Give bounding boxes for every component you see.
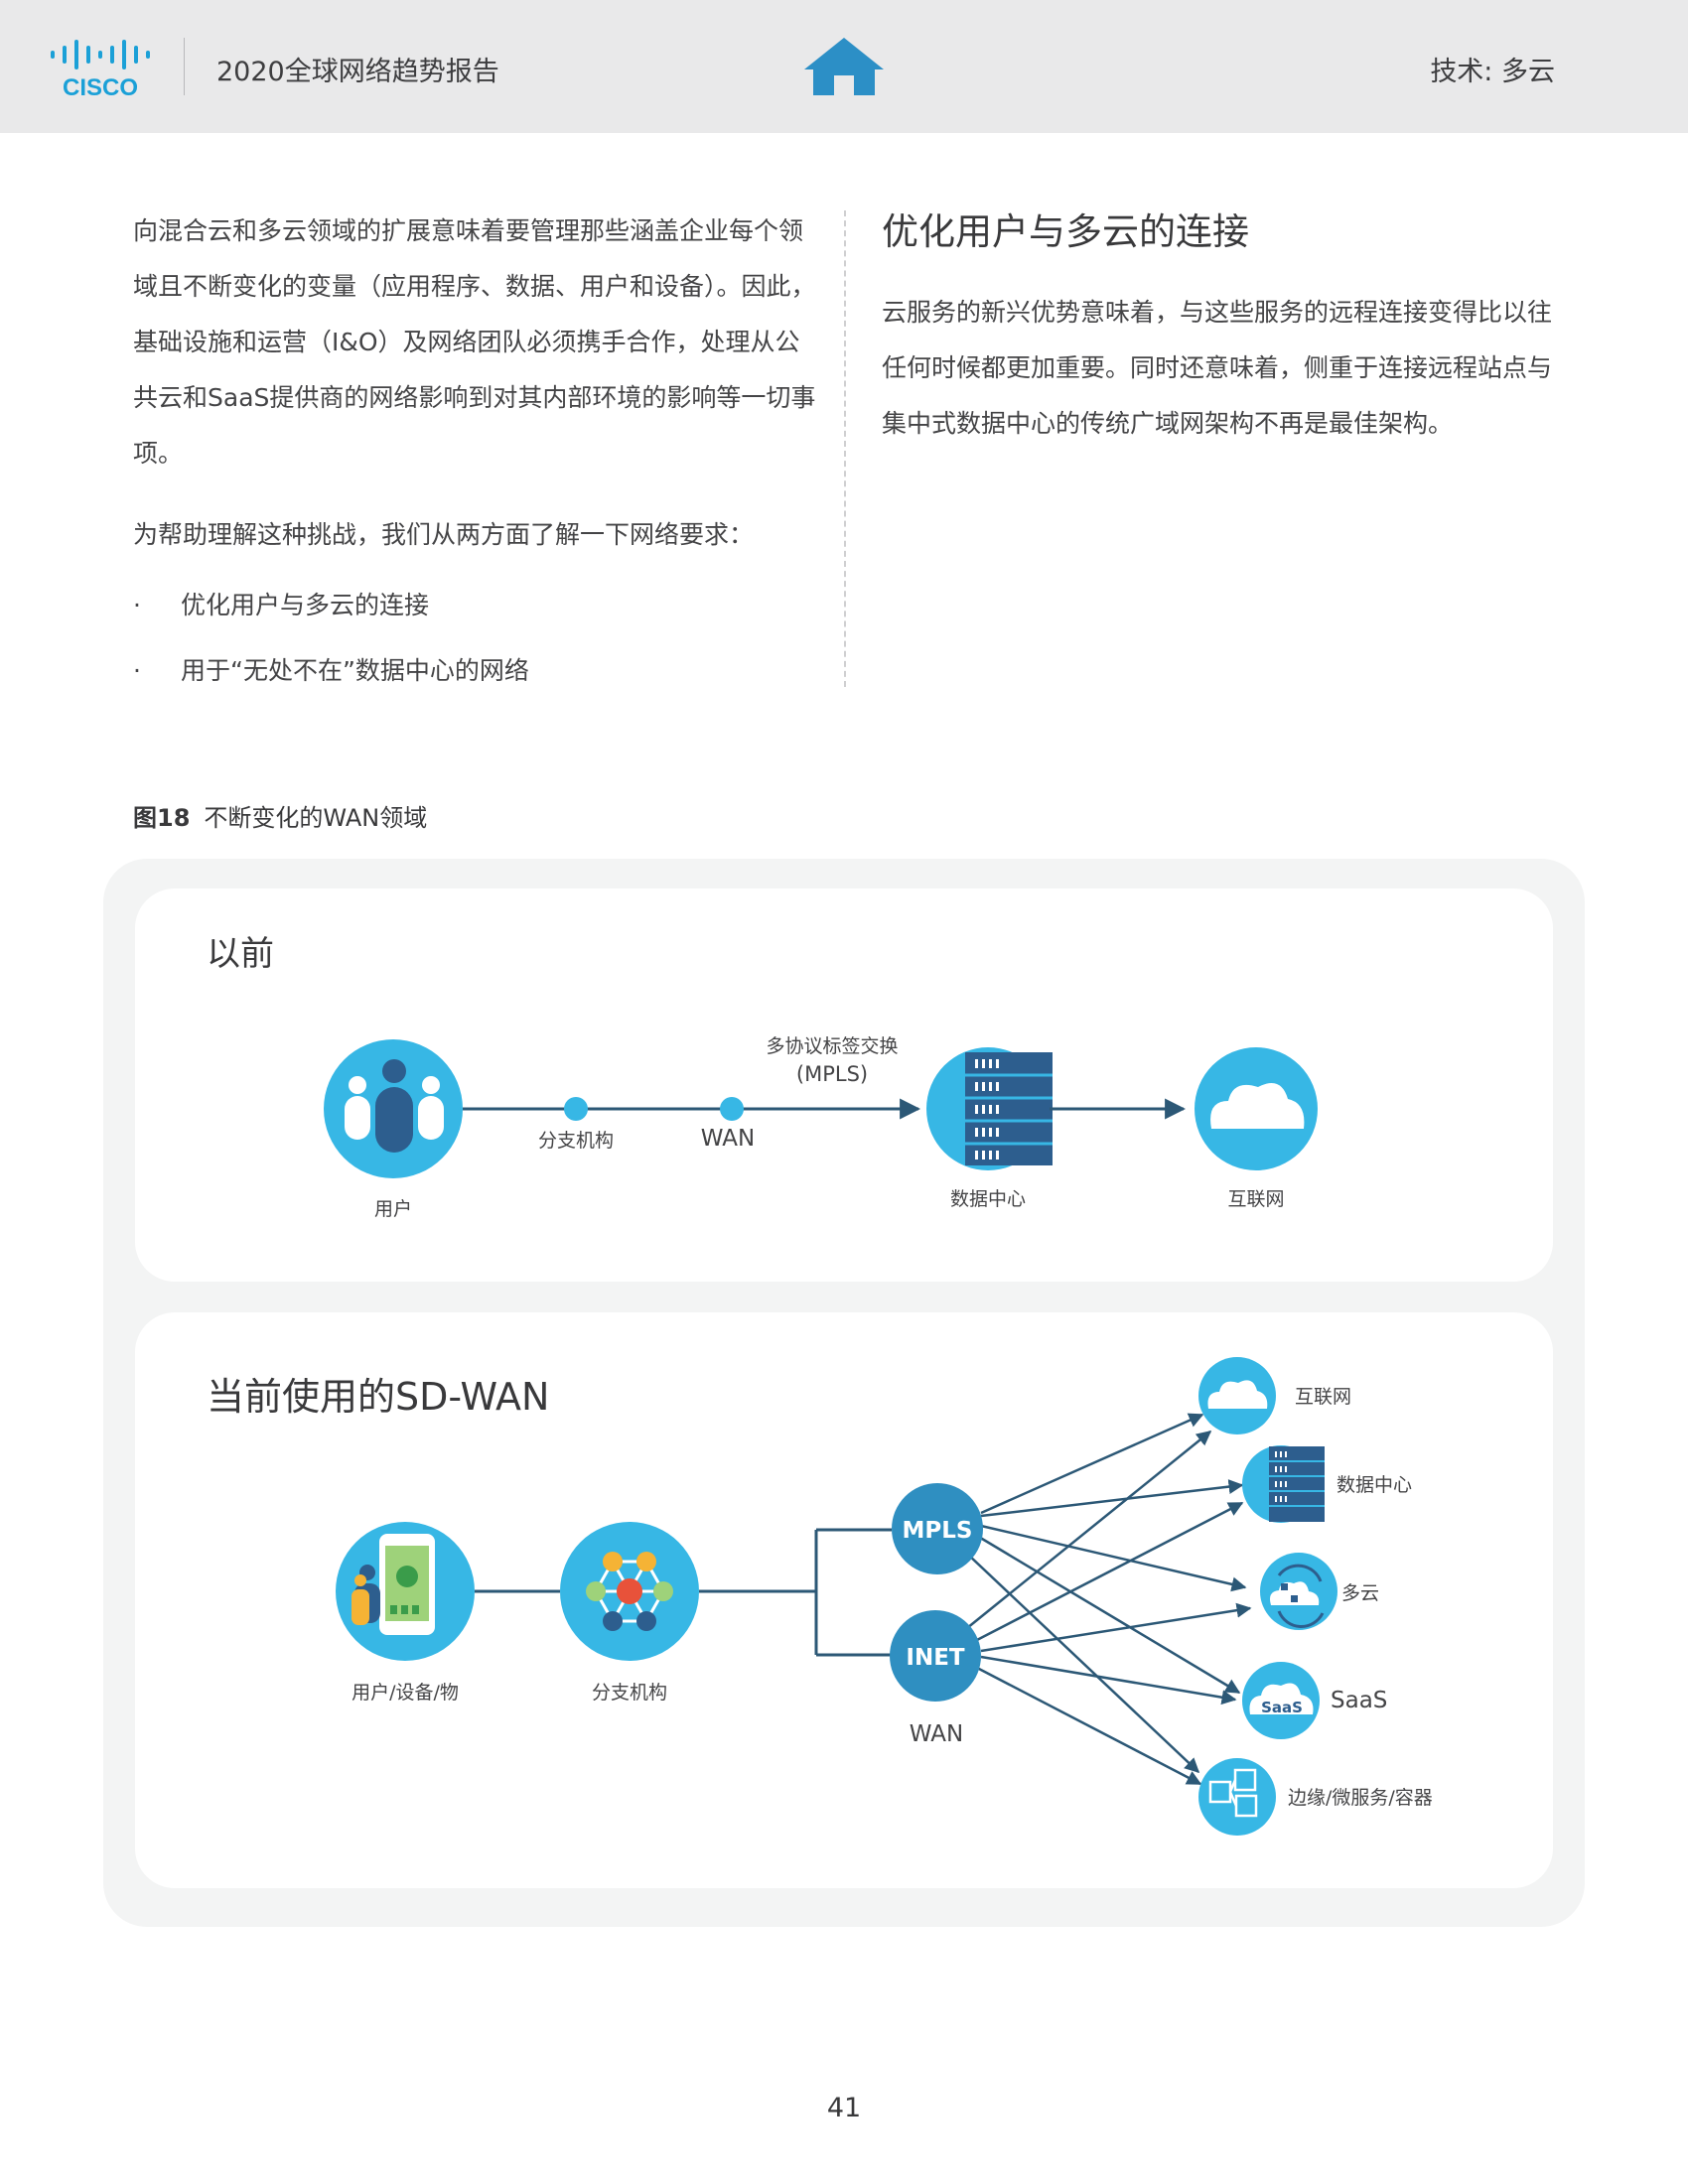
bullet-dot: ·: [133, 591, 141, 619]
datacenter-label: 数据中心: [950, 1188, 1026, 1210]
branch-node: [560, 1522, 699, 1661]
mpls-label-line1: 多协议标签交换: [766, 1035, 898, 1057]
person-icon: [352, 1565, 380, 1625]
dest-label: 数据中心: [1336, 1474, 1412, 1496]
list-item: · 优化用户与多云的连接: [133, 573, 818, 638]
page-header: CISCO 2020全球网络趋势报告 技术: 多云: [0, 0, 1688, 133]
dest-saas: SaaS: [1242, 1662, 1320, 1739]
wan-dot: [720, 1097, 744, 1121]
header-divider: [184, 38, 185, 95]
section-tag: 技术: 多云: [1430, 57, 1555, 87]
column-divider: [844, 210, 846, 687]
left-column: 向混合云和多云领域的扩展意味着要管理那些涵盖企业每个领域且不断变化的变量（应用程…: [133, 204, 818, 704]
dest-edge: [1198, 1758, 1276, 1836]
inet-node-label: INET: [906, 1645, 965, 1671]
figure-title: 不断变化的WAN领域: [204, 804, 428, 832]
mpls-label-line2: (MPLS): [796, 1062, 868, 1086]
mesh-icon: [586, 1552, 673, 1631]
dest-label: 多云: [1341, 1582, 1379, 1604]
mpls-node: MPLS: [892, 1483, 983, 1574]
user-label: 用户: [374, 1198, 412, 1220]
page-number: 41: [826, 2093, 862, 2123]
wan-bracket: [699, 1528, 892, 1657]
current-title: 当前使用的SD-WAN: [207, 1375, 549, 1419]
users-node: [324, 1039, 463, 1178]
server-rack-icon: [1269, 1446, 1325, 1522]
dest-datacenter: [1242, 1445, 1325, 1523]
logo-wordmark: CISCO: [63, 74, 138, 97]
cloud-icon: [1210, 1083, 1305, 1129]
dest-internet: [1198, 1357, 1276, 1434]
list-item-text: 用于“无处不在”数据中心的网络: [181, 656, 529, 685]
left-paragraph: 向混合云和多云领域的扩展意味着要管理那些涵盖企业每个领域且不断变化的变量（应用程…: [133, 216, 816, 468]
current-panel: [135, 1312, 1553, 1888]
before-panel: [135, 888, 1553, 1282]
cloud-icon: [1207, 1380, 1268, 1409]
internet-label: 互联网: [1227, 1188, 1284, 1210]
dest-label: 互联网: [1295, 1386, 1351, 1408]
saas-badge: SaaS: [1261, 1699, 1303, 1716]
phone-icon: [379, 1534, 435, 1635]
section-heading: 优化用户与多云的连接: [882, 210, 1249, 253]
requirement-list: · 优化用户与多云的连接 · 用于“无处不在”数据中心的网络: [133, 573, 818, 704]
figure-caption: 图18 不断变化的WAN领域: [133, 798, 427, 833]
left-intro: 为帮助理解这种挑战，我们从两方面了解一下网络要求：: [133, 520, 755, 549]
report-title: 2020全球网络趋势报告: [216, 57, 499, 87]
container-icon: [1208, 1768, 1258, 1818]
branch-label: 分支机构: [538, 1130, 614, 1152]
right-column: 优化用户与多云的连接 云服务的新兴优势意味着，与这些服务的远程连接变得比以往任何…: [882, 204, 1567, 452]
figure-number: 图18: [133, 804, 191, 832]
branch-dot: [564, 1097, 588, 1121]
cisco-logo[interactable]: CISCO: [48, 38, 159, 97]
inet-node: INET: [890, 1610, 981, 1702]
right-paragraph: 云服务的新兴优势意味着，与这些服务的远程连接变得比以往任何时候都更加重要。同时还…: [882, 298, 1553, 438]
multicloud-icon: [1270, 1564, 1325, 1628]
users-icon: [345, 1059, 444, 1153]
fanout-arrows: [966, 1413, 1252, 1786]
cloud-icon: [1249, 1683, 1314, 1714]
home-icon[interactable]: [802, 36, 886, 97]
devices-label: 用户/设备/物: [352, 1682, 459, 1704]
dest-label: 边缘/微服务/容器: [1288, 1787, 1433, 1809]
bullet-dot: ·: [133, 656, 141, 685]
server-rack-icon: [965, 1052, 1053, 1165]
mpls-node-label: MPLS: [903, 1518, 973, 1544]
current-branch-label: 分支机构: [592, 1682, 667, 1704]
list-item: · 用于“无处不在”数据中心的网络: [133, 638, 818, 704]
before-title: 以前: [207, 934, 274, 974]
list-item-text: 优化用户与多云的连接: [181, 591, 430, 619]
current-wan-label: WAN: [910, 1721, 963, 1747]
dest-label: SaaS: [1331, 1688, 1387, 1713]
dest-multicloud: [1260, 1553, 1337, 1630]
devices-node: [336, 1522, 475, 1661]
wan-label: WAN: [701, 1126, 755, 1152]
datacenter-node: [926, 1047, 1053, 1170]
wan-diagram: 以前 用户 分支机构 WAN 多协议标签交换 (MPLS): [103, 859, 1585, 1927]
internet-node: [1195, 1047, 1318, 1170]
